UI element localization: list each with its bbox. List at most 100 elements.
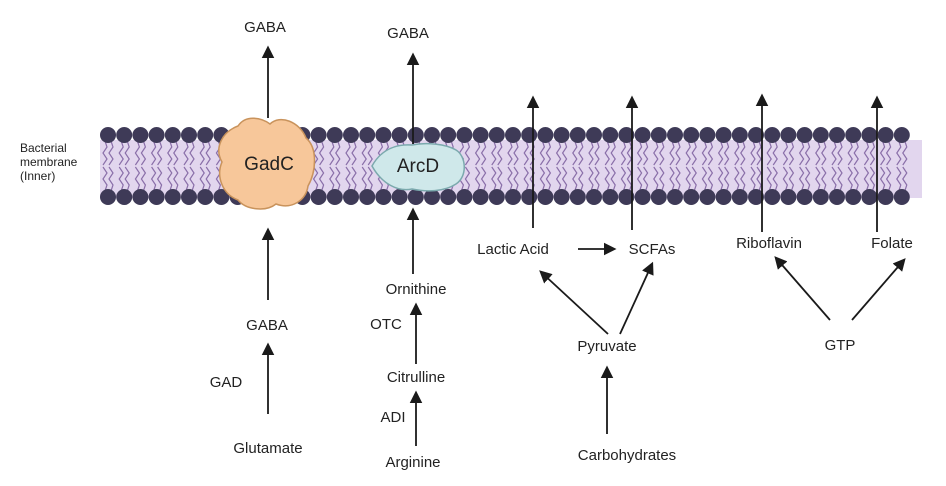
membrane-tail	[108, 166, 114, 192]
membrane-tail	[734, 166, 740, 192]
membrane-tail	[636, 140, 643, 166]
membrane-head	[764, 189, 781, 205]
membrane-head	[197, 189, 214, 205]
membrane-tail	[788, 140, 795, 166]
membrane-tail	[464, 166, 471, 192]
membrane-tail	[837, 140, 843, 166]
membrane-tail	[847, 140, 853, 166]
membrane-head	[148, 189, 165, 205]
membrane-head	[586, 127, 602, 143]
membrane-tail	[523, 140, 529, 166]
membrane-tail	[351, 140, 357, 166]
membrane-tail	[653, 166, 659, 192]
membrane-head	[213, 189, 230, 205]
membrane-tail	[124, 140, 130, 166]
membrane-tail	[821, 140, 827, 166]
membrane-tail	[156, 166, 163, 192]
membrane-tail	[134, 140, 141, 166]
membrane-label-line-3: (Inner)	[20, 169, 55, 183]
arrow-pyruvate-to-scfas	[619, 261, 654, 335]
membrane-tail	[572, 166, 578, 192]
membrane-head	[197, 127, 214, 143]
membrane-head	[391, 127, 408, 143]
membrane-label-line-1: Bacterial	[20, 141, 67, 155]
arrow-gtp-to-riboflavin	[774, 256, 831, 321]
membrane-head	[505, 189, 521, 205]
membrane-head	[343, 189, 359, 205]
membrane-tail	[545, 140, 552, 166]
membrane-head	[861, 127, 878, 143]
membrane-head	[553, 127, 570, 143]
membrane-tail	[351, 166, 357, 192]
membrane-tail	[189, 166, 195, 192]
membrane-tail	[140, 140, 147, 166]
membrane-tail	[539, 140, 546, 166]
membrane-tail	[685, 166, 691, 192]
membrane-head	[699, 127, 716, 143]
membrane-tail	[345, 166, 351, 192]
membrane-head	[893, 189, 910, 205]
membrane-head	[375, 127, 392, 143]
arcd-label: ArcD	[397, 156, 439, 177]
membrane-tail	[561, 140, 568, 166]
membrane-head	[602, 127, 619, 143]
label-gaba-in: GABA	[246, 317, 288, 334]
membrane-head	[634, 127, 651, 143]
membrane-tail	[173, 140, 179, 166]
label-lactic-acid: Lactic Acid	[477, 241, 549, 258]
membrane-tail	[183, 166, 189, 192]
membrane-head	[586, 189, 602, 205]
gadc-protein: GadC	[218, 117, 316, 210]
label-ornithine: Ornithine	[386, 281, 447, 298]
membrane-head	[310, 127, 327, 143]
membrane-tail	[205, 140, 211, 166]
membrane-tail	[497, 166, 503, 192]
membrane-tail	[539, 166, 546, 192]
membrane-tail	[361, 166, 367, 192]
membrane-tail	[335, 166, 341, 192]
membrane-label: Bacterial membrane (Inner)	[20, 141, 81, 183]
gadc-shape	[218, 117, 316, 210]
membrane-tail	[675, 166, 681, 192]
membrane-tail	[318, 140, 325, 166]
membrane-head	[326, 189, 343, 205]
membrane-tail	[896, 140, 902, 166]
membrane-tail	[361, 140, 367, 166]
membrane-tail	[555, 166, 562, 192]
membrane-tail	[464, 140, 471, 166]
membrane-tail	[815, 140, 821, 166]
membrane-tail	[620, 140, 627, 166]
membrane-tail	[837, 166, 843, 192]
membrane-tail	[312, 166, 319, 192]
membrane-tail	[636, 166, 643, 192]
membrane-head	[359, 127, 376, 143]
membrane-tail	[199, 140, 205, 166]
label-gaba-out-1: GABA	[244, 19, 286, 36]
membrane-tail	[140, 166, 147, 192]
arcd-protein: ArcD	[371, 142, 465, 192]
membrane-tail	[691, 140, 697, 166]
membrane-tail	[701, 140, 708, 166]
membrane-head	[618, 189, 635, 205]
membrane-head	[829, 189, 845, 205]
membrane-head	[731, 189, 748, 205]
membrane-tail	[717, 140, 724, 166]
membrane-tail	[513, 166, 519, 192]
membrane-head	[359, 189, 376, 205]
membrane-tail	[788, 166, 795, 192]
bacterial-membrane	[100, 127, 922, 205]
membrane-tail	[831, 140, 837, 166]
membrane-tail	[766, 166, 772, 192]
membrane-tail	[507, 166, 513, 192]
membrane-tail	[653, 140, 659, 166]
membrane-tail	[626, 166, 633, 192]
membrane-tail	[756, 166, 762, 192]
membrane-tail	[594, 166, 600, 192]
membrane-tail	[610, 140, 616, 166]
membrane-head	[845, 127, 862, 143]
membrane-tail	[804, 140, 811, 166]
membrane-tail	[150, 166, 157, 192]
membrane-tail	[815, 166, 821, 192]
membrane-tail	[118, 166, 124, 192]
